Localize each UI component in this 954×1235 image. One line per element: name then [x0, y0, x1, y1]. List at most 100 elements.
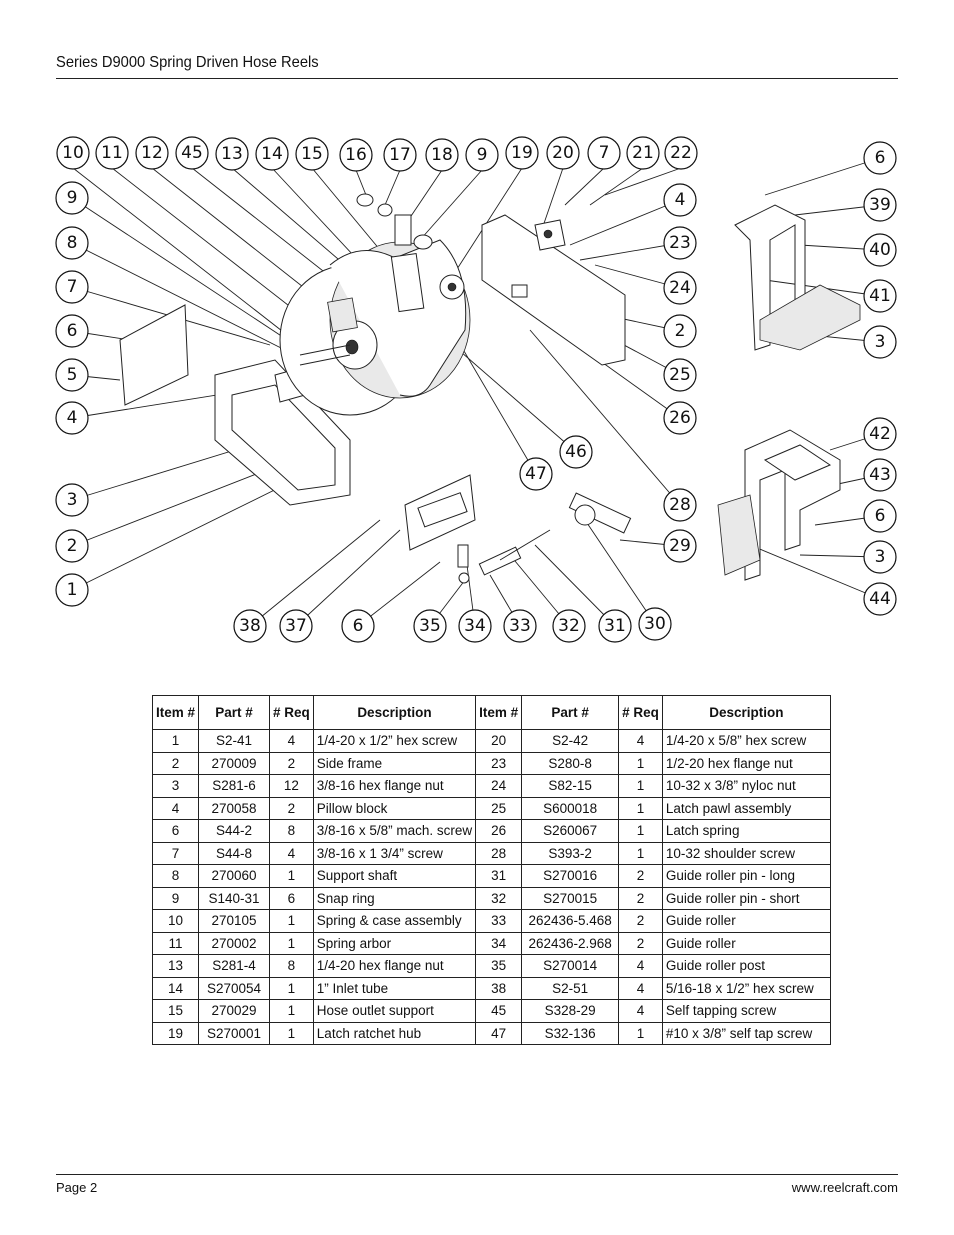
- callout-2-left: 2: [55, 529, 89, 563]
- cell-part: S44-2: [198, 819, 271, 843]
- svg-text:4: 4: [67, 408, 78, 428]
- cell-part: S393-2: [521, 841, 620, 865]
- cell-description: 1/4-20 x 5/8” hex screw: [661, 729, 831, 753]
- cell-item: 38: [475, 976, 523, 1000]
- cell-req: 1: [618, 796, 663, 820]
- col-header-part-right: Part #: [521, 695, 620, 730]
- cell-part: 262436-5.468: [521, 909, 620, 933]
- cell-description: Side frame: [312, 751, 477, 775]
- cell-item: 23: [475, 751, 523, 775]
- cell-item: 7: [151, 841, 200, 865]
- callout-19: 19: [505, 136, 539, 170]
- svg-text:24: 24: [669, 278, 691, 298]
- callout-33: 33: [503, 609, 537, 643]
- svg-text:26: 26: [669, 408, 691, 428]
- col-header-part: Part #: [198, 695, 271, 730]
- cell-part: 270009: [198, 751, 271, 775]
- cell-part: S82-15: [521, 774, 620, 798]
- cell-req: 2: [618, 886, 663, 910]
- cell-item: 25: [475, 796, 523, 820]
- callout-34: 34: [458, 609, 492, 643]
- cell-description: Guide roller: [661, 909, 831, 933]
- cell-part: 270029: [198, 999, 271, 1023]
- cell-part: S270054: [198, 976, 271, 1000]
- svg-text:11: 11: [101, 143, 123, 163]
- cell-description: Guide roller pin - long: [661, 864, 831, 888]
- svg-text:37: 37: [285, 616, 307, 636]
- header-rule: [56, 78, 898, 79]
- cell-item: 26: [475, 819, 523, 843]
- cell-part: S270001: [198, 1021, 271, 1045]
- callout-25: 25: [663, 358, 697, 392]
- cell-item: 24: [475, 774, 523, 798]
- cell-part: S281-6: [198, 774, 271, 798]
- svg-text:9: 9: [67, 188, 78, 208]
- cell-item: 6: [151, 819, 200, 843]
- cell-description: 1/2-20 hex flange nut: [661, 751, 831, 775]
- callout-29: 29: [663, 529, 697, 563]
- svg-text:43: 43: [869, 465, 891, 485]
- svg-text:39: 39: [869, 195, 891, 215]
- table-header-row: Item # Part # # Req Description Item # P…: [151, 695, 831, 730]
- callout-37: 37: [279, 609, 313, 643]
- cell-item: 4: [151, 796, 200, 820]
- cell-req: 8: [269, 954, 314, 978]
- callout-38: 38: [233, 609, 267, 643]
- cell-part: 270060: [198, 864, 271, 888]
- svg-text:3: 3: [875, 547, 886, 567]
- callout-35: 35: [413, 609, 447, 643]
- cell-description: Latch pawl assembly: [661, 796, 831, 820]
- callout-47: 47: [519, 457, 553, 491]
- callout-14: 14: [255, 137, 289, 171]
- callout-17: 17: [383, 138, 417, 172]
- cell-item: 3: [151, 774, 200, 798]
- svg-text:3: 3: [875, 332, 886, 352]
- cell-description: Self tapping screw: [661, 999, 831, 1023]
- cell-item: 8: [151, 864, 200, 888]
- cell-item: 31: [475, 864, 523, 888]
- svg-text:46: 46: [565, 442, 587, 462]
- callout-2-right: 2: [663, 314, 697, 348]
- callout-group: 10 11 12 45 13 14 15 16 17 18 9 19 20 7 …: [55, 136, 897, 643]
- cell-part: S270016: [521, 864, 620, 888]
- reel-drum: [279, 239, 471, 416]
- svg-text:6: 6: [353, 616, 364, 636]
- inlet-tube-assembly: [356, 193, 465, 313]
- cell-part: S32-136: [521, 1021, 620, 1045]
- cell-item: 10: [151, 909, 200, 933]
- cell-part: S600018: [521, 796, 620, 820]
- cell-description: Latch spring: [661, 819, 831, 843]
- svg-text:44: 44: [869, 589, 891, 609]
- callout-30: 30: [638, 607, 672, 641]
- svg-text:32: 32: [558, 616, 580, 636]
- cell-part: 270002: [198, 931, 271, 955]
- svg-text:6: 6: [875, 506, 886, 526]
- svg-text:3: 3: [67, 490, 78, 510]
- cell-description: 1” Inlet tube: [312, 976, 477, 1000]
- svg-text:8: 8: [67, 233, 78, 253]
- callout-24: 24: [663, 271, 697, 305]
- cell-part: S280-8: [521, 751, 620, 775]
- cell-item: 13: [151, 954, 200, 978]
- right-side-frame: [481, 214, 626, 366]
- cell-req: 4: [618, 954, 663, 978]
- cell-description: Latch ratchet hub: [312, 1021, 477, 1045]
- cell-req: 4: [618, 999, 663, 1023]
- cell-req: 12: [269, 774, 314, 798]
- svg-text:12: 12: [141, 143, 163, 163]
- cell-description: Guide roller: [661, 931, 831, 955]
- cell-description: 3/8-16 hex flange nut: [312, 774, 477, 798]
- svg-text:14: 14: [261, 144, 283, 164]
- callout-23: 23: [663, 226, 697, 260]
- cell-req: 4: [618, 976, 663, 1000]
- callout-31: 31: [598, 609, 632, 643]
- cell-part: 262436-2.968: [521, 931, 620, 955]
- cell-req: 8: [269, 819, 314, 843]
- callout-45: 45: [175, 136, 209, 170]
